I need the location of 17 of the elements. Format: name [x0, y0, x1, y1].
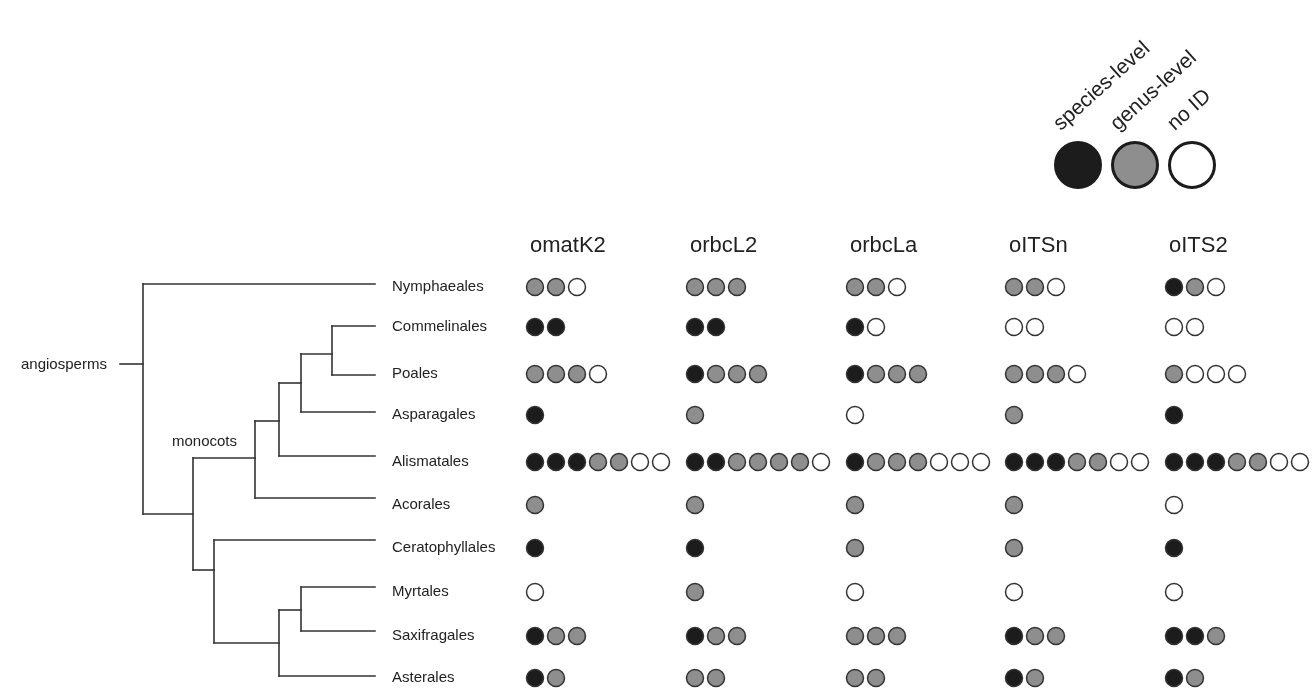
taxon-name: Asterales: [392, 668, 455, 685]
clade-name: angiosperms: [21, 355, 107, 372]
column-header: oITS2: [1169, 232, 1228, 258]
taxon-name: Acorales: [392, 495, 451, 512]
taxon-name: Saxifragales: [392, 626, 475, 643]
clade-name: monocots: [172, 432, 238, 449]
column-header: oITSn: [1009, 232, 1068, 258]
taxon-name: Myrtales: [392, 582, 449, 599]
column-header: orbcL2: [690, 232, 758, 258]
taxon-name: Nymphaeales: [392, 277, 484, 294]
taxon-name: Alismatales: [392, 452, 469, 469]
taxon-name: Commelinales: [392, 317, 488, 334]
column-header: orbcLa: [850, 232, 918, 258]
taxon-name: Ceratophyllales: [392, 538, 496, 555]
column-header: omatK2: [530, 232, 606, 258]
taxon-name: Asparagales: [392, 405, 476, 422]
taxon-name: Poales: [392, 364, 438, 381]
